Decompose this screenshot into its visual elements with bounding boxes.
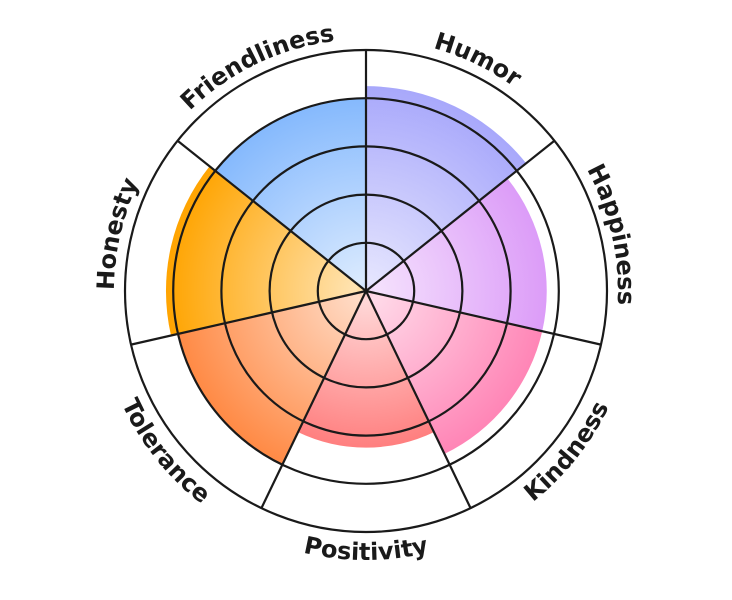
sector-humor <box>366 86 527 292</box>
spoke-line <box>130 289 367 346</box>
label-text: Happiness <box>581 159 640 305</box>
label-text: Kindness <box>519 397 615 507</box>
label-friendliness: Friendliness <box>175 19 336 115</box>
label-kindness: Kindness <box>519 397 615 507</box>
sector-friendliness <box>215 98 366 291</box>
label-happiness: Happiness <box>581 159 640 305</box>
spoke-line <box>260 290 367 509</box>
label-text: Humor <box>431 27 527 92</box>
spoke-line <box>365 139 556 292</box>
label-text: Friendliness <box>175 19 336 115</box>
label-text: Honesty <box>92 173 144 290</box>
spoke-line <box>176 139 367 292</box>
spoke-line <box>365 289 602 346</box>
label-honesty: Honesty <box>92 173 144 290</box>
spoke-line <box>365 290 472 509</box>
grid <box>123 48 609 534</box>
label-tolerance: Tolerance <box>116 394 216 509</box>
sector-honesty <box>165 166 366 336</box>
sector-positivity <box>298 291 434 448</box>
label-text: Positivity <box>302 531 431 566</box>
sector-kindness <box>366 291 543 454</box>
label-text: Tolerance <box>116 394 216 509</box>
label-positivity: Positivity <box>302 531 431 566</box>
label-humor: Humor <box>431 27 527 92</box>
